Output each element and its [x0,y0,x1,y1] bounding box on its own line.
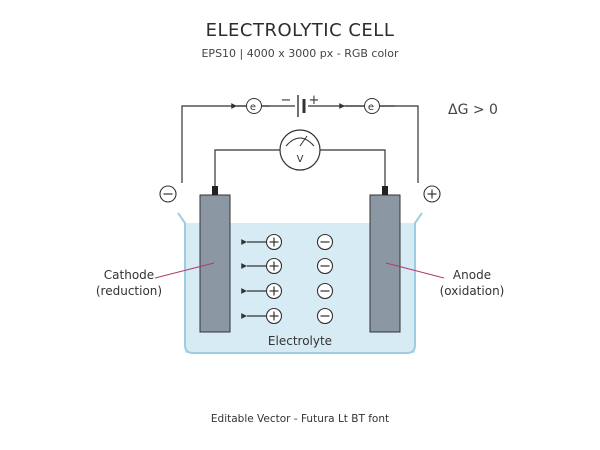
anion-icon [318,259,333,274]
electron-symbol: e [368,102,374,113]
anion-icon [318,309,333,324]
cathode-label: Cathode (reduction) [84,267,174,299]
anode-label-line2: (oxidation) [426,283,518,299]
cathode-electrode [200,195,230,332]
electrolyte-label: Electrolyte [240,334,360,348]
anode-label: Anode (oxidation) [426,267,518,299]
electron-flow-left: e - [237,98,270,114]
cathode-terminal [212,186,218,195]
cathode-label-line1: Cathode [84,267,174,283]
anode-electrode [370,195,400,332]
voltmeter-symbol: V [297,154,304,165]
battery: − + [281,93,320,117]
cathode-polarity-icon [160,186,176,202]
electron-flow-right: e - [345,98,395,114]
footer-credit: Editable Vector - Futura Lt BT font [0,413,600,425]
voltmeter: V [280,130,320,170]
anode-label-line1: Anode [426,267,518,283]
svg-text:-: - [259,98,261,105]
anode-terminal [382,186,388,195]
cathode-label-line2: (reduction) [84,283,174,299]
anion-icon [318,235,333,250]
anode-polarity-icon [424,186,440,202]
battery-positive-sign: + [309,93,320,108]
electron-symbol: e [250,102,256,113]
svg-text:-: - [377,98,379,105]
battery-negative-sign: − [281,93,292,108]
anion-icon [318,284,333,299]
